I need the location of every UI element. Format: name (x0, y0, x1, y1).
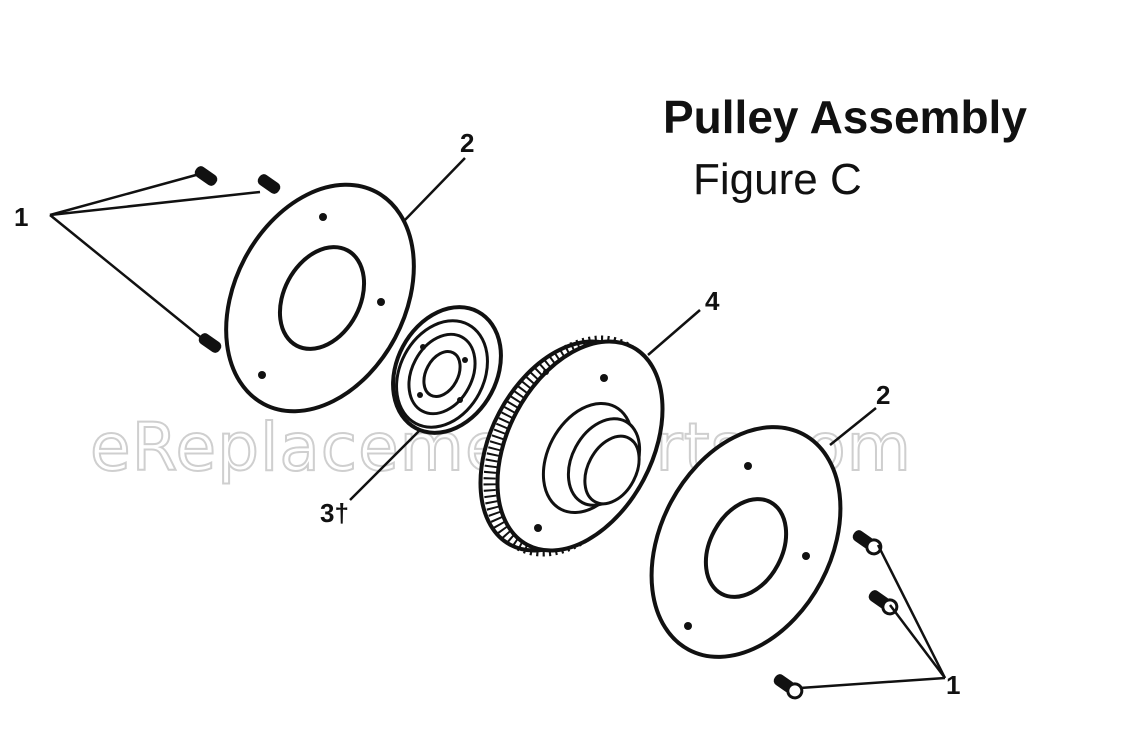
pulley-hole (600, 374, 608, 382)
screw (194, 166, 218, 186)
screw (198, 333, 222, 353)
screw (257, 174, 281, 194)
bearing (391, 305, 503, 435)
callout-flange-right: 2 (876, 380, 890, 410)
callout-screws-right: 1 (946, 670, 960, 700)
callout-pulley: 4 (705, 286, 720, 316)
right-flange (649, 425, 843, 659)
pulley-hole (534, 524, 542, 532)
left-screws (194, 166, 281, 353)
flange-hole (258, 371, 266, 379)
callout-screws-left: 1 (14, 202, 28, 232)
screw (852, 530, 883, 556)
flange-hole (377, 298, 385, 306)
flange-hole (802, 552, 810, 560)
flange-hole (319, 213, 327, 221)
leader-lines (49, 157, 947, 690)
screw (773, 674, 804, 700)
pulley (478, 335, 665, 557)
diagram-subtitle: Figure C (693, 155, 862, 204)
left-flange (224, 182, 416, 414)
diagram-title: Pulley Assembly (663, 91, 1027, 143)
flange-hole (684, 622, 692, 630)
flange-hole (744, 462, 752, 470)
callout-flange-left: 2 (460, 128, 474, 158)
callout-bearing: 3† (320, 498, 349, 528)
